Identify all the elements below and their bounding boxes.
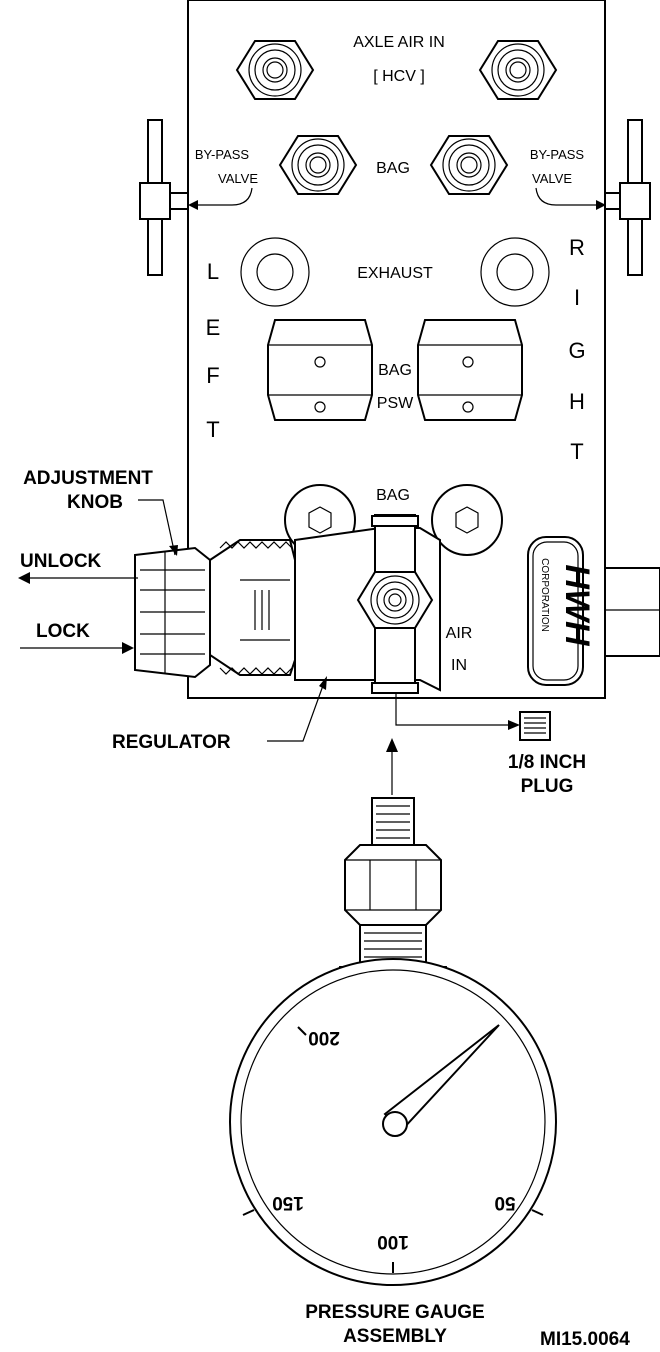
exhaust-port-right xyxy=(480,237,550,307)
regulator-body xyxy=(294,514,441,694)
bag-fitting-right xyxy=(429,135,509,195)
bypass-left-label-2: VALVE xyxy=(218,171,258,186)
svg-text:L: L xyxy=(207,259,219,284)
adjustment-knob xyxy=(134,546,211,679)
knob-leader xyxy=(138,499,176,556)
exhaust-port-left xyxy=(240,237,310,307)
bypass-handle-right xyxy=(604,119,651,276)
gauge-label-1: PRESSURE GAUGE xyxy=(305,1302,484,1323)
gauge-pivot xyxy=(382,1111,408,1137)
bag-top-label: BAG xyxy=(376,160,410,177)
bypass-left-arrow xyxy=(190,187,253,206)
gauge-tick-200 xyxy=(297,1026,307,1036)
adjustment-knob-label-2: KNOB xyxy=(67,492,123,513)
left-side-letters: L E F T xyxy=(206,259,221,442)
gauge-label-150: 150 xyxy=(272,1192,304,1213)
bag-psw-label-2: PSW xyxy=(377,395,414,412)
gauge-label-50: 50 xyxy=(494,1192,515,1213)
gauge-label-100: 100 xyxy=(377,1231,409,1252)
bypass-right-label-2: VALVE xyxy=(532,171,572,186)
bag-port-lower-right xyxy=(431,484,503,556)
air-label: AIR xyxy=(446,625,473,642)
regulator-leader xyxy=(267,679,326,742)
axle-air-in-label: AXLE AIR IN xyxy=(353,34,445,51)
plug-label-1: 1/8 INCH xyxy=(508,752,586,773)
right-side-letters: R I G H T xyxy=(568,235,585,464)
bypass-left-label-1: BY-PASS xyxy=(195,147,250,162)
bypass-right-label-1: BY-PASS xyxy=(530,147,585,162)
bag-psw-label-1: BAG xyxy=(378,362,412,379)
svg-text:T: T xyxy=(570,439,583,464)
axle-air-fitting-right xyxy=(478,40,558,100)
axle-air-fitting-left xyxy=(235,40,315,100)
in-label: IN xyxy=(451,657,467,674)
plug-label-2: PLUG xyxy=(521,776,574,797)
pressure-gauge: 200 150 100 50 xyxy=(229,958,557,1286)
svg-text:T: T xyxy=(206,417,219,442)
bag-fitting-left xyxy=(278,135,358,195)
exhaust-label: EXHAUST xyxy=(357,265,433,282)
lock-label: LOCK xyxy=(36,621,90,642)
svg-text:CORPORATION: CORPORATION xyxy=(539,558,550,632)
gauge-label-2: ASSEMBLY xyxy=(343,1326,447,1347)
gauge-tick-150 xyxy=(242,1209,255,1216)
hwh-logo: HWH CORPORATION xyxy=(527,536,596,686)
gauge-tick-50 xyxy=(531,1209,544,1216)
gauge-fitting xyxy=(336,797,450,981)
unlock-label: UNLOCK xyxy=(20,551,102,572)
pressure-switch-right xyxy=(417,319,523,421)
side-block xyxy=(604,567,660,657)
plug-leader xyxy=(395,693,512,726)
svg-text:HWH: HWH xyxy=(558,564,596,647)
bypass-right-arrow xyxy=(535,187,604,206)
svg-text:R: R xyxy=(569,235,585,260)
regulator-stem xyxy=(209,539,296,676)
plug-icon xyxy=(519,711,551,741)
bag-lower-label: BAG xyxy=(376,487,410,504)
adjustment-knob-label-1: ADJUSTMENT xyxy=(23,468,153,489)
gauge-label-200: 200 xyxy=(308,1027,340,1048)
svg-text:F: F xyxy=(206,363,219,388)
regulator-label: REGULATOR xyxy=(112,732,231,753)
svg-text:H: H xyxy=(569,389,585,414)
bypass-handle-left xyxy=(139,119,189,276)
svg-text:E: E xyxy=(206,315,221,340)
hcv-label: [ HCV ] xyxy=(373,68,425,85)
figure-id: MI15.0064 xyxy=(540,1329,630,1347)
svg-text:G: G xyxy=(568,338,585,363)
pressure-switch-left xyxy=(267,319,373,421)
svg-text:I: I xyxy=(574,285,580,310)
